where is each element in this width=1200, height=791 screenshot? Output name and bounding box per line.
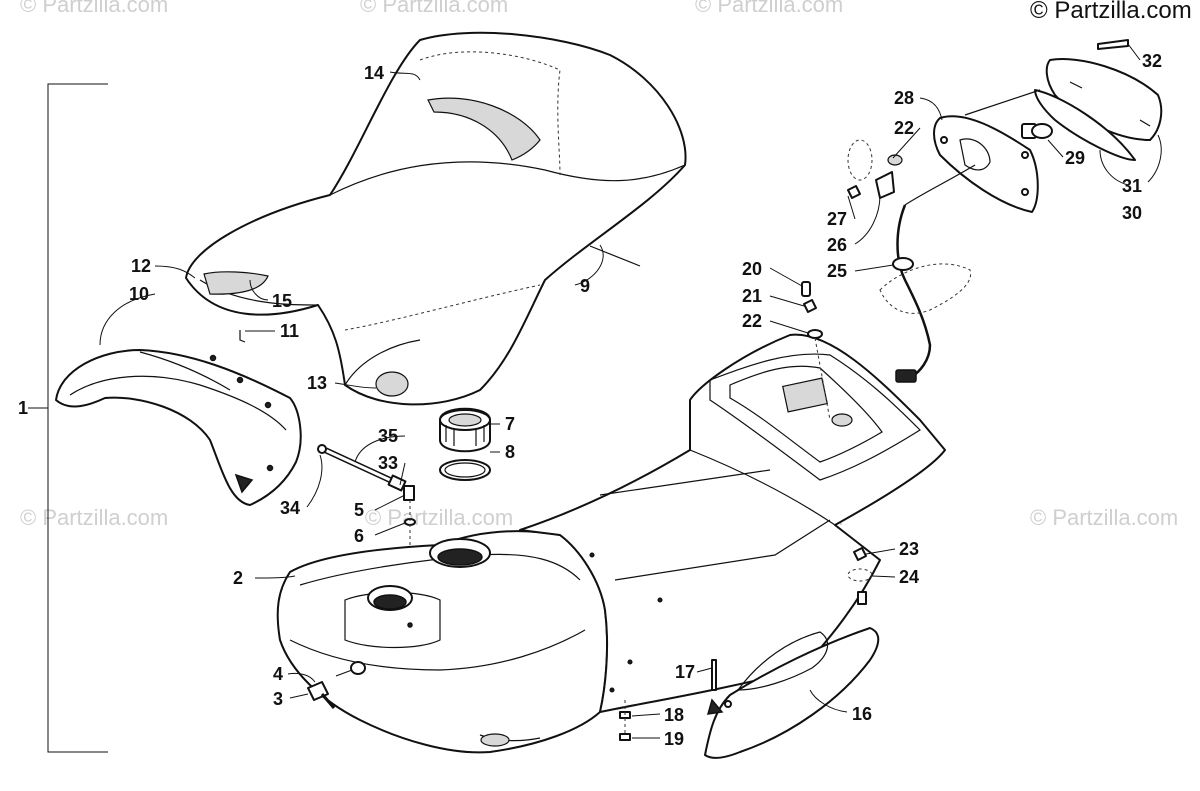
watermark-mid-far-right: © Partzilla.com — [1030, 505, 1178, 530]
bracket-part — [875, 171, 895, 199]
watermark-top-right: © Partzilla.com — [695, 0, 843, 17]
watermark-top-left: © Partzilla.com — [20, 0, 168, 17]
callout-13[interactable]: 13 — [307, 373, 327, 393]
callout-5[interactable]: 5 — [354, 500, 364, 520]
callout-23[interactable]: 23 — [899, 539, 919, 559]
watermark-mid-center: © Partzilla.com — [365, 505, 513, 530]
push-rivet-part — [619, 733, 631, 741]
callout-4[interactable]: 4 — [273, 664, 283, 684]
callout-29[interactable]: 29 — [1065, 148, 1085, 168]
callout-2[interactable]: 2 — [233, 568, 243, 588]
seat-part — [185, 31, 687, 406]
clamp-part — [335, 669, 353, 677]
callout-22-lower[interactable]: 22 — [742, 311, 762, 331]
fitting-part — [403, 485, 415, 501]
bolt-part — [857, 591, 867, 605]
callout-22-upper[interactable]: 22 — [894, 118, 914, 138]
callout-10[interactable]: 10 — [129, 284, 149, 304]
callout-17[interactable]: 17 — [675, 662, 695, 682]
callout-25[interactable]: 25 — [827, 261, 847, 281]
watermark-mid-left: © Partzilla.com — [20, 505, 168, 530]
seat-pad-part — [375, 371, 409, 397]
callout-3[interactable]: 3 — [273, 689, 283, 709]
callout-21[interactable]: 21 — [742, 286, 762, 306]
callout-26[interactable]: 26 — [827, 235, 847, 255]
screw-part — [711, 659, 717, 691]
lens-part — [1034, 58, 1163, 161]
callout-20[interactable]: 20 — [742, 259, 762, 279]
callout-9[interactable]: 9 — [580, 276, 590, 296]
callout-24[interactable]: 24 — [899, 567, 919, 587]
callout-34[interactable]: 34 — [280, 498, 300, 518]
bulb-part — [1021, 123, 1053, 139]
washer-small-part — [807, 329, 823, 339]
lens-screw-part — [1097, 39, 1129, 50]
seat-base-part — [519, 333, 946, 713]
leader-lines — [99, 43, 1162, 739]
assembly-bracket — [47, 83, 108, 753]
callout-28[interactable]: 28 — [894, 88, 914, 108]
copyright-label: © Partzilla.com — [1030, 0, 1192, 24]
clip-part — [239, 330, 246, 343]
side-panel-part — [704, 627, 880, 759]
callout-8[interactable]: 8 — [505, 442, 515, 462]
wire-harness-part — [879, 204, 972, 383]
callout-15[interactable]: 15 — [272, 291, 292, 311]
grab-handle-part — [55, 349, 302, 506]
callout-27[interactable]: 27 — [827, 209, 847, 229]
fuel-tank-part — [276, 530, 609, 754]
callout-1[interactable]: 1 — [18, 398, 28, 418]
callout-35[interactable]: 35 — [378, 426, 398, 446]
gasket-light-part — [847, 139, 873, 181]
callout-31[interactable]: 31 — [1122, 176, 1142, 196]
callout-12[interactable]: 12 — [131, 256, 151, 276]
callout-7[interactable]: 7 — [505, 414, 515, 434]
callout-11[interactable]: 11 — [280, 321, 299, 341]
callout-33[interactable]: 33 — [378, 453, 398, 473]
callout-6[interactable]: 6 — [354, 526, 364, 546]
taillight-part — [904, 115, 1039, 213]
watermark-top-mid: © Partzilla.com — [360, 0, 508, 17]
callout-18[interactable]: 18 — [664, 705, 684, 725]
callout-30[interactable]: 30 — [1122, 203, 1142, 223]
pin-part — [801, 281, 811, 297]
callout-19[interactable]: 19 — [664, 729, 684, 749]
callout-32[interactable]: 32 — [1142, 51, 1162, 71]
callout-16[interactable]: 16 — [852, 704, 872, 724]
nut-part — [853, 547, 867, 561]
fuel-cap-part — [439, 407, 491, 453]
vent-hose-part — [317, 444, 407, 492]
callout-labels: 1 2 3 4 5 6 7 8 9 10 11 12 13 14 15 16 1… — [18, 51, 1162, 749]
nut-light-part — [847, 185, 861, 199]
nut-small-part — [803, 299, 817, 313]
callout-14[interactable]: 14 — [364, 63, 384, 83]
